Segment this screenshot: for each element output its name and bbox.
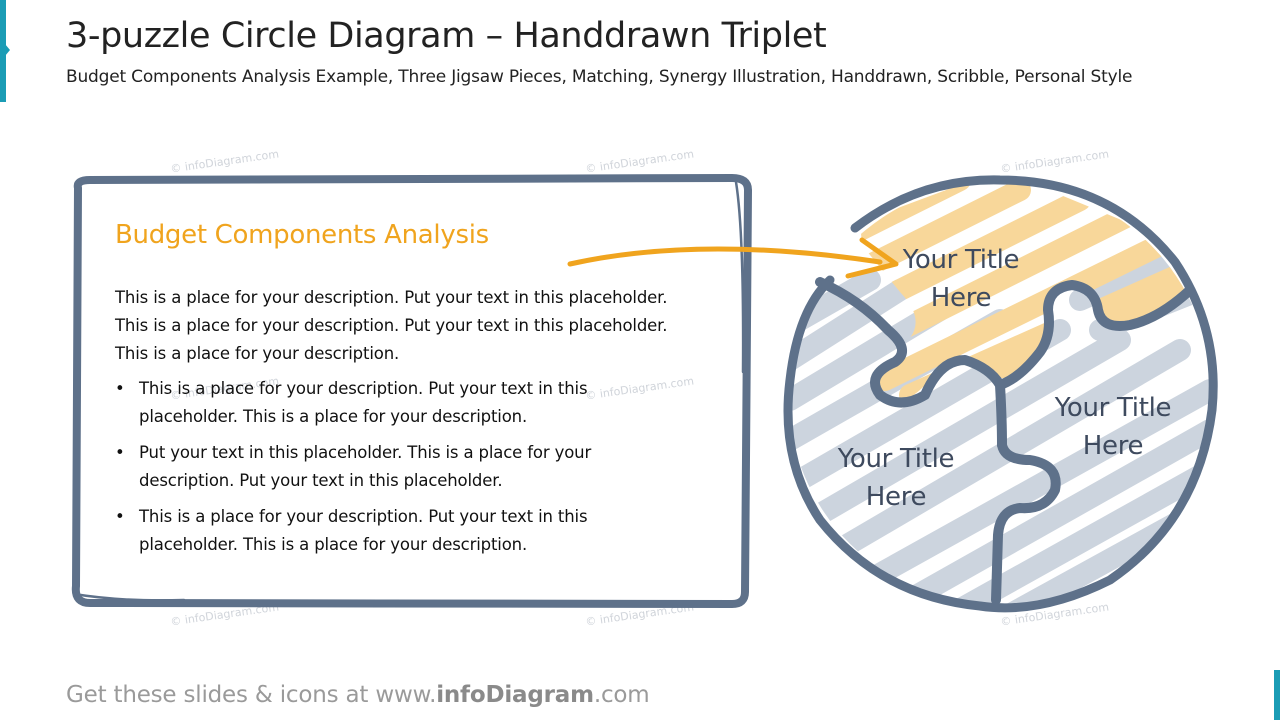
accent-tick bbox=[0, 38, 10, 62]
piece-label-top: Your Title Here bbox=[893, 241, 1029, 317]
footer-suffix: .com bbox=[593, 682, 650, 708]
puzzle-seam-right bbox=[995, 280, 1195, 390]
piece-title: Your Title bbox=[837, 444, 955, 474]
page-title: 3-puzzle Circle Diagram – Handdrawn Trip… bbox=[66, 16, 827, 56]
accent-bar-right bbox=[1274, 670, 1280, 720]
puzzle-seam-bottom bbox=[991, 440, 1061, 605]
panel-heading: Budget Components Analysis bbox=[115, 220, 489, 250]
footer-brand: infoDiagram bbox=[436, 682, 594, 708]
panel-frame bbox=[71, 174, 752, 608]
pointer-arrow bbox=[567, 246, 883, 267]
piece-title: Here bbox=[865, 482, 927, 512]
footer-link[interactable]: Get these slides & icons at www.infoDiag… bbox=[66, 682, 650, 708]
page-subtitle: Budget Components Analysis Example, Thre… bbox=[66, 67, 1133, 87]
pointer-arrowhead bbox=[845, 237, 899, 279]
bullet-item: This is a place for your description. Pu… bbox=[115, 503, 675, 559]
bullet-item: This is a place for your description. Pu… bbox=[115, 375, 675, 431]
bullet-list: This is a place for your description. Pu… bbox=[115, 375, 675, 567]
piece-title: Here bbox=[930, 283, 992, 313]
piece-title: Your Title bbox=[1054, 393, 1172, 423]
panel-description: This is a place for your description. Pu… bbox=[115, 288, 668, 363]
outer-circle bbox=[783, 175, 1218, 613]
piece-title: Your Title bbox=[902, 245, 1020, 275]
piece-title: Here bbox=[1082, 431, 1144, 461]
piece-label-right: Your Title Here bbox=[1045, 389, 1181, 465]
piece-label-left: Your Title Here bbox=[828, 440, 964, 516]
footer-prefix: Get these slides & icons at www. bbox=[66, 682, 437, 708]
bullet-item: Put your text in this placeholder. This … bbox=[115, 439, 675, 495]
